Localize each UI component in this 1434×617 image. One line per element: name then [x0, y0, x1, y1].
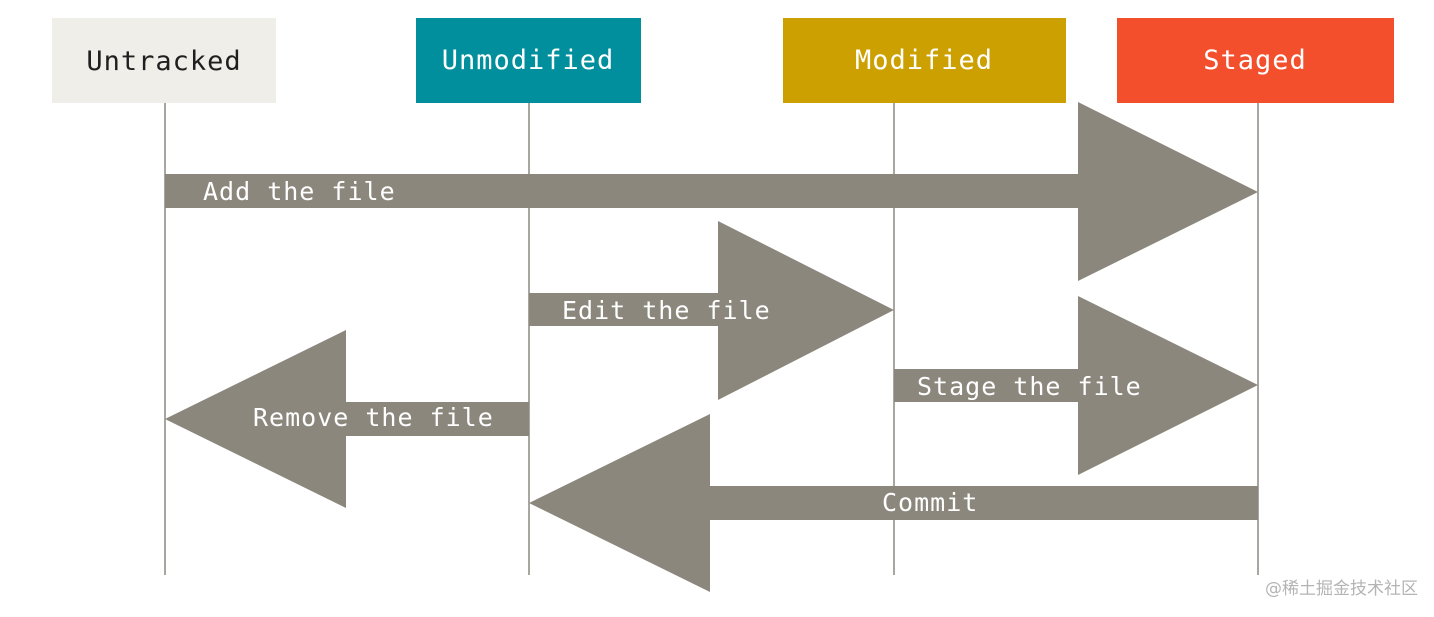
state-modified: Modified	[783, 18, 1066, 103]
arrow-shape-edit	[529, 221, 894, 400]
arrow-label-stage: Stage the file	[917, 372, 1142, 401]
arrow-remove-the-file: Remove the file	[165, 330, 529, 508]
arrow-shape-remove	[165, 330, 529, 508]
arrow-label-edit: Edit the file	[562, 296, 771, 325]
arrow-commit: Commit	[529, 414, 1258, 592]
arrow-label-remove: Remove the file	[253, 403, 494, 432]
arrow-label-add: Add the file	[203, 177, 396, 206]
arrow-shape-commit	[529, 414, 1258, 592]
state-label-modified: Modified	[855, 45, 993, 76]
state-box-modified	[783, 18, 1066, 103]
arrow-shape-stage	[894, 296, 1258, 475]
arrow-add-the-file: Add the file	[165, 102, 1258, 281]
arrow-shape-add	[165, 102, 1258, 281]
state-untracked: Untracked	[52, 18, 276, 103]
state-box-unmodified	[416, 18, 641, 103]
arrow-stage-the-file: Stage the file	[894, 296, 1258, 475]
state-label-unmodified: Unmodified	[442, 45, 615, 76]
arrow-label-commit: Commit	[882, 488, 978, 517]
state-label-staged: Staged	[1203, 45, 1307, 76]
arrow-edit-the-file: Edit the file	[529, 221, 894, 400]
watermark: @稀土掘金技术社区	[1265, 579, 1418, 599]
state-box-staged	[1117, 18, 1394, 103]
state-box-untracked	[52, 18, 276, 103]
state-unmodified: Unmodified	[416, 18, 641, 103]
state-staged: Staged	[1117, 18, 1394, 103]
state-label-untracked: Untracked	[86, 46, 241, 77]
